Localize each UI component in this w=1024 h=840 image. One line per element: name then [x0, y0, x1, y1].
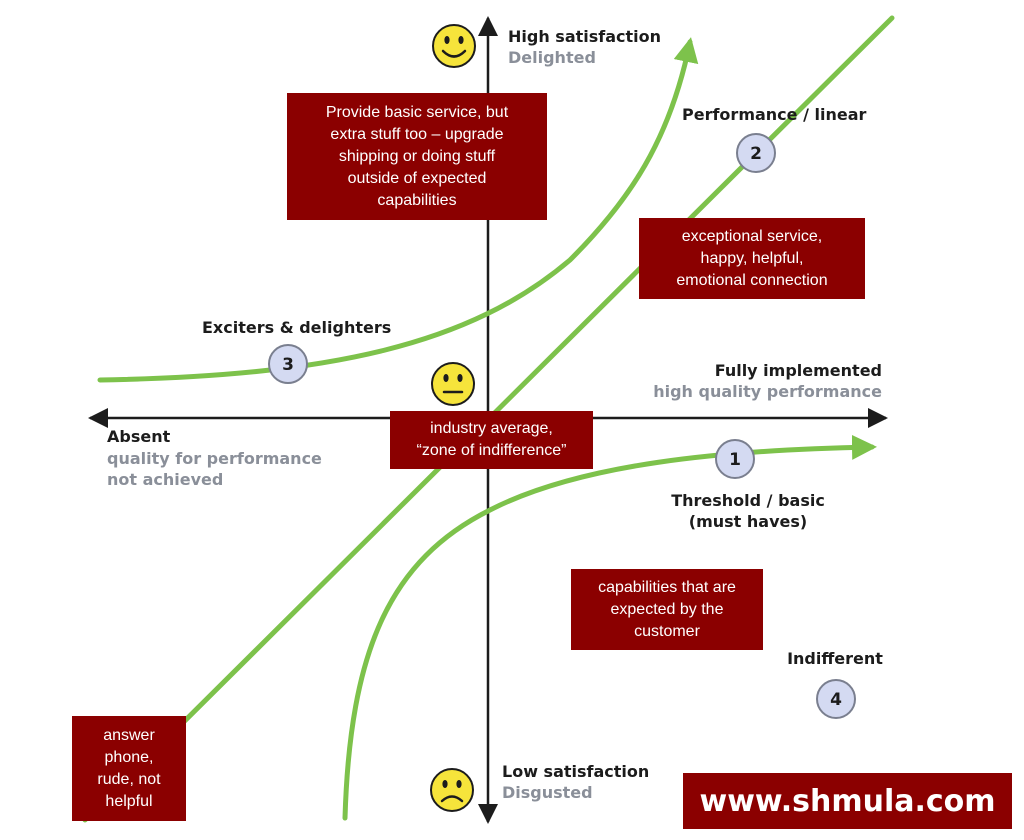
x-right-subtitle: high quality performance	[653, 382, 882, 401]
curve-1-label-line1: Threshold / basic	[671, 491, 825, 510]
smiley-happy-icon	[432, 24, 476, 68]
callout-basic-capabilities-text: capabilities that are expected by the cu…	[598, 578, 736, 640]
callout-basic-capabilities: capabilities that are expected by the cu…	[571, 569, 763, 650]
y-top-title: High satisfaction	[508, 27, 661, 46]
x-left-subtitle-line1: quality for performance	[107, 449, 322, 468]
y-bottom-title: Low satisfaction	[502, 762, 649, 781]
svg-text:1: 1	[729, 450, 741, 470]
callout-performance-text: exceptional service, happy, helpful, emo…	[676, 227, 828, 289]
badge-2: 2	[736, 133, 776, 173]
watermark-url: www.shmula.com	[683, 773, 1012, 829]
x-left-subtitle-line2: not achieved	[107, 470, 223, 489]
callout-delighters-text: Provide basic service, but extra stuff t…	[325, 103, 509, 209]
svg-text:2: 2	[750, 144, 762, 164]
callout-industry-average-text: industry average, “zone of indifference”	[416, 420, 567, 459]
svg-text:4: 4	[830, 690, 842, 710]
badge-1: 1	[715, 439, 755, 479]
badge-4: 4	[816, 679, 856, 719]
callout-industry-average: industry average, “zone of indifference”	[390, 411, 593, 469]
callout-delighters: Provide basic service, but extra stuff t…	[287, 93, 547, 220]
callout-poor-service-text: answer phone, rude, not helpful	[97, 726, 161, 810]
curve-2-label: Performance / linear	[682, 105, 867, 124]
x-left-title: Absent	[107, 427, 171, 446]
curve-4-label: Indifferent	[787, 649, 883, 668]
callout-poor-service: answer phone, rude, not helpful	[72, 716, 186, 821]
curve-1-label-line2: (must haves)	[689, 512, 807, 531]
curve-3-label: Exciters & delighters	[202, 318, 391, 337]
badge-3: 3	[268, 344, 308, 384]
svg-text:3: 3	[282, 355, 294, 375]
y-bottom-subtitle: Disgusted	[502, 783, 593, 802]
watermark-text: www.shmula.com	[699, 783, 996, 819]
smiley-neutral-icon	[431, 362, 475, 406]
smiley-sad-icon	[430, 768, 474, 812]
x-right-title: Fully implemented	[715, 361, 882, 380]
callout-performance: exceptional service, happy, helpful, emo…	[639, 218, 865, 299]
y-top-subtitle: Delighted	[508, 48, 596, 67]
